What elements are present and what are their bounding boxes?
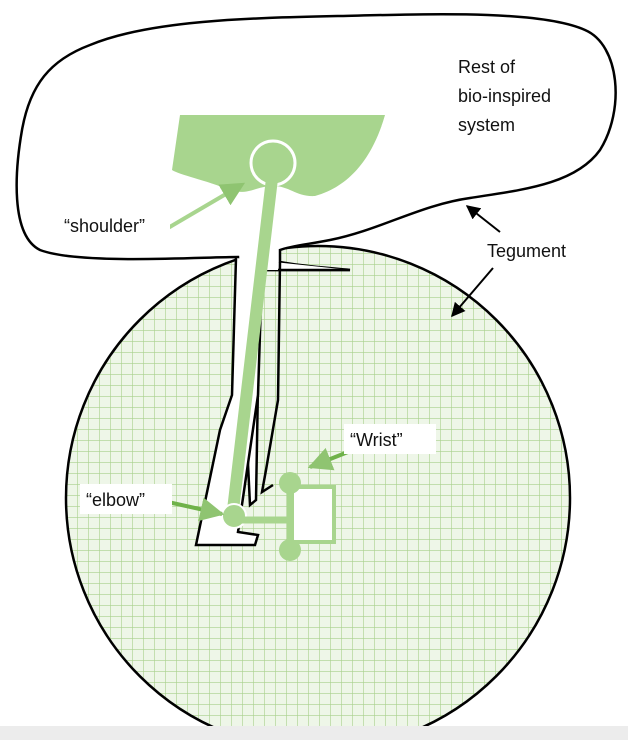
- shoulder-arrow: [166, 182, 246, 230]
- rest-label-line1: Rest of: [458, 57, 516, 77]
- shoulder-label: “shoulder”: [64, 216, 145, 236]
- elbow-joint: [221, 503, 247, 529]
- elbow-arrow: [167, 497, 225, 522]
- bottom-strip: [0, 726, 628, 740]
- tegument-arrow-upper: [465, 205, 501, 233]
- shoulder-label-bg: [58, 210, 170, 240]
- tegument-arrow-lower: [451, 267, 494, 318]
- wrist-label-bg: [344, 424, 436, 454]
- rest-of-system-blob: [15, 13, 617, 508]
- wrist-joint-bottom: [279, 539, 301, 561]
- hand-box: [290, 485, 336, 544]
- wrist-joint-top: [279, 472, 301, 494]
- elbow-label-bg: [80, 484, 172, 514]
- wrist-label: “Wrist”: [350, 430, 403, 450]
- elbow-label: “elbow”: [86, 490, 145, 510]
- wrist-arrow: [307, 447, 349, 471]
- upper-arm-link: [227, 164, 279, 516]
- rest-label-line2: bio-inspired: [458, 86, 551, 106]
- rest-label-line3: system: [458, 115, 515, 135]
- tegument-label: Tegument: [487, 241, 566, 261]
- tegument-stalk-inner: [260, 261, 282, 495]
